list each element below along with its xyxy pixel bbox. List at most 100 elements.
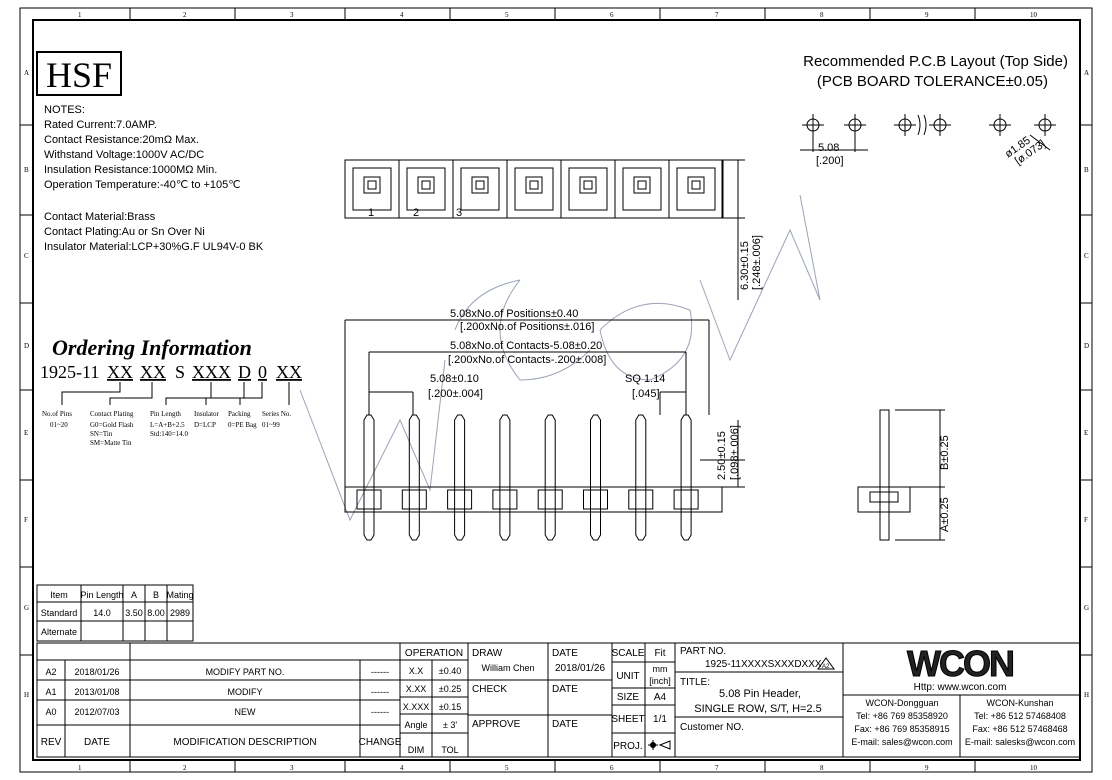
material-line: Contact Plating:Au or Sn Over Ni bbox=[44, 226, 205, 238]
office-name: WCON-Kunshan bbox=[986, 698, 1053, 708]
revision-cell: MODIFY PART NO. bbox=[206, 667, 285, 677]
frame-row-label: F bbox=[24, 516, 28, 524]
frame-column-label: 6 bbox=[610, 11, 614, 19]
size-label: SIZE bbox=[617, 692, 640, 703]
pin bbox=[363, 414, 375, 541]
office-tel: Tel: +86 769 85358920 bbox=[856, 711, 948, 721]
dim-pitch: 5.08±0.10 bbox=[430, 373, 479, 385]
pin bbox=[544, 414, 556, 541]
front-view bbox=[344, 319, 745, 541]
sheet-value: 1/1 bbox=[653, 714, 667, 725]
scale-value: Fit bbox=[654, 648, 665, 659]
ordering-field-value: Std:140=14.0 bbox=[150, 430, 188, 438]
revision-cell: A1 bbox=[45, 687, 56, 697]
pcb-pitch-inch: [.200] bbox=[816, 155, 844, 167]
code-packing: 0 bbox=[258, 362, 267, 382]
dim-a: A±0.25 bbox=[939, 497, 951, 532]
dim-contacts-inch: [.200xNo.of Contacts-.200±.008] bbox=[448, 354, 606, 366]
code-series: XX bbox=[276, 362, 302, 382]
notes-heading: NOTES: bbox=[44, 104, 85, 116]
title-line: SINGLE ROW, S/T, H=2.5 bbox=[694, 703, 821, 715]
pin-table-cell: Standard bbox=[41, 608, 78, 618]
dim-pin-height-inch: [.098±.006] bbox=[729, 425, 741, 480]
unit-label: UNIT bbox=[616, 671, 639, 682]
frame-column-label: 8 bbox=[820, 764, 824, 772]
tolerance-dim: X.X bbox=[409, 666, 424, 676]
draw-label: DRAW bbox=[472, 648, 503, 659]
frame-column-label: 3 bbox=[290, 11, 294, 19]
drawing-frame bbox=[19, 7, 1093, 773]
office-fax: Fax: +86 512 57468468 bbox=[972, 724, 1067, 734]
pin-table-cell: Alternate bbox=[41, 627, 77, 637]
approve-label: APPROVE bbox=[472, 719, 521, 730]
frame-column-label: 4 bbox=[400, 11, 404, 19]
revision-cell: 2018/01/26 bbox=[74, 667, 119, 677]
position-label: 3 bbox=[456, 207, 462, 219]
frame-column-label: 5 bbox=[505, 11, 509, 19]
office-fax: Fax: +86 769 85358915 bbox=[854, 724, 949, 734]
customer-no-label: Customer NO. bbox=[680, 722, 744, 733]
drawer-name: William Chen bbox=[481, 663, 534, 673]
revision-cell: NEW bbox=[235, 707, 257, 717]
ordering-field-value: 01~99 bbox=[262, 421, 280, 429]
frame-row-label: B bbox=[24, 166, 29, 174]
pin-table-cell: 14.0 bbox=[93, 608, 111, 618]
date-label: DATE bbox=[552, 648, 578, 659]
frame-column-label: 9 bbox=[925, 764, 929, 772]
dim-pitch-inch: [.200±.004] bbox=[428, 388, 483, 400]
ordering-field-value: 01~20 bbox=[50, 421, 68, 429]
frame-row-label: B bbox=[1084, 166, 1089, 174]
note-line: Withstand Voltage:1000V AC/DC bbox=[44, 149, 204, 161]
pcb-hole-pattern bbox=[800, 114, 1056, 152]
unit-mm: mm bbox=[653, 664, 668, 674]
code-prefix: 1925-11 bbox=[40, 362, 99, 382]
frame-column-label: 7 bbox=[715, 764, 719, 772]
ordering-field-value: SM=Matte Tin bbox=[90, 439, 132, 447]
pin-table-header: A bbox=[131, 590, 137, 600]
approve-date-label: DATE bbox=[552, 719, 578, 730]
pcb-layout-subtitle: (PCB BOARD TOLERANCE±0.05) bbox=[817, 73, 1048, 90]
frame-row-label: C bbox=[1084, 252, 1089, 260]
ordering-field-value: G0=Gold Flash bbox=[90, 421, 134, 429]
sheet-label: SHEET bbox=[611, 714, 644, 725]
frame-row-label: A bbox=[1084, 69, 1089, 77]
office-email: E-mail: salesks@wcon.com bbox=[965, 737, 1075, 747]
ordering-field-value: D=LCP bbox=[194, 421, 216, 429]
office-email: E-mail: sales@wcon.com bbox=[851, 737, 952, 747]
frame-column-label: 8 bbox=[820, 11, 824, 19]
material-line: Insulator Material:LCP+30%G.F UL94V-0 BK bbox=[44, 241, 264, 253]
dim-contacts: 5.08xNo.of Contacts-5.08±0.20 bbox=[450, 340, 602, 352]
revision-cell: ------ bbox=[371, 707, 389, 717]
revision-triangle-icon: A2 bbox=[817, 657, 835, 670]
frame-row-label: E bbox=[24, 429, 28, 437]
code-plating: XX bbox=[140, 362, 166, 382]
pin bbox=[408, 414, 420, 541]
operation-label: OPERATION bbox=[405, 648, 463, 659]
dim-pin-height: 2.50±0.15 bbox=[716, 431, 728, 480]
frame-column-label: 4 bbox=[400, 764, 404, 772]
pin bbox=[499, 414, 511, 541]
ordering-field-value: SN=Tin bbox=[90, 430, 113, 438]
pin-table-cell: 3.50 bbox=[125, 608, 143, 618]
website: Http: www.wcon.com bbox=[914, 682, 1007, 693]
side-view bbox=[857, 409, 945, 541]
unit-inch: [inch] bbox=[649, 676, 671, 686]
part-no: 1925-11XXXXSXXXDXXX bbox=[705, 659, 822, 670]
frame-row-label: D bbox=[1084, 342, 1089, 350]
frame-column-label: 1 bbox=[78, 764, 82, 772]
dim-pin-square-inch: [.045] bbox=[632, 388, 660, 400]
revision-cell: 2012/07/03 bbox=[74, 707, 119, 717]
revision-header: DATE bbox=[84, 737, 110, 748]
note-line: Rated Current:7.0AMP. bbox=[44, 119, 157, 131]
dim-label: DIM bbox=[408, 745, 425, 755]
frame-column-label: 5 bbox=[505, 764, 509, 772]
note-line: Operation Temperature:-40℃ to +105℃ bbox=[44, 179, 241, 191]
projection-symbol-icon bbox=[648, 740, 671, 750]
frame-column-label: 10 bbox=[1030, 11, 1038, 19]
hsf-logo-box bbox=[36, 51, 122, 96]
title-label: TITLE: bbox=[680, 677, 710, 688]
frame-row-label: D bbox=[24, 342, 29, 350]
pin bbox=[590, 414, 601, 541]
dim-b: B±0.25 bbox=[939, 435, 951, 470]
